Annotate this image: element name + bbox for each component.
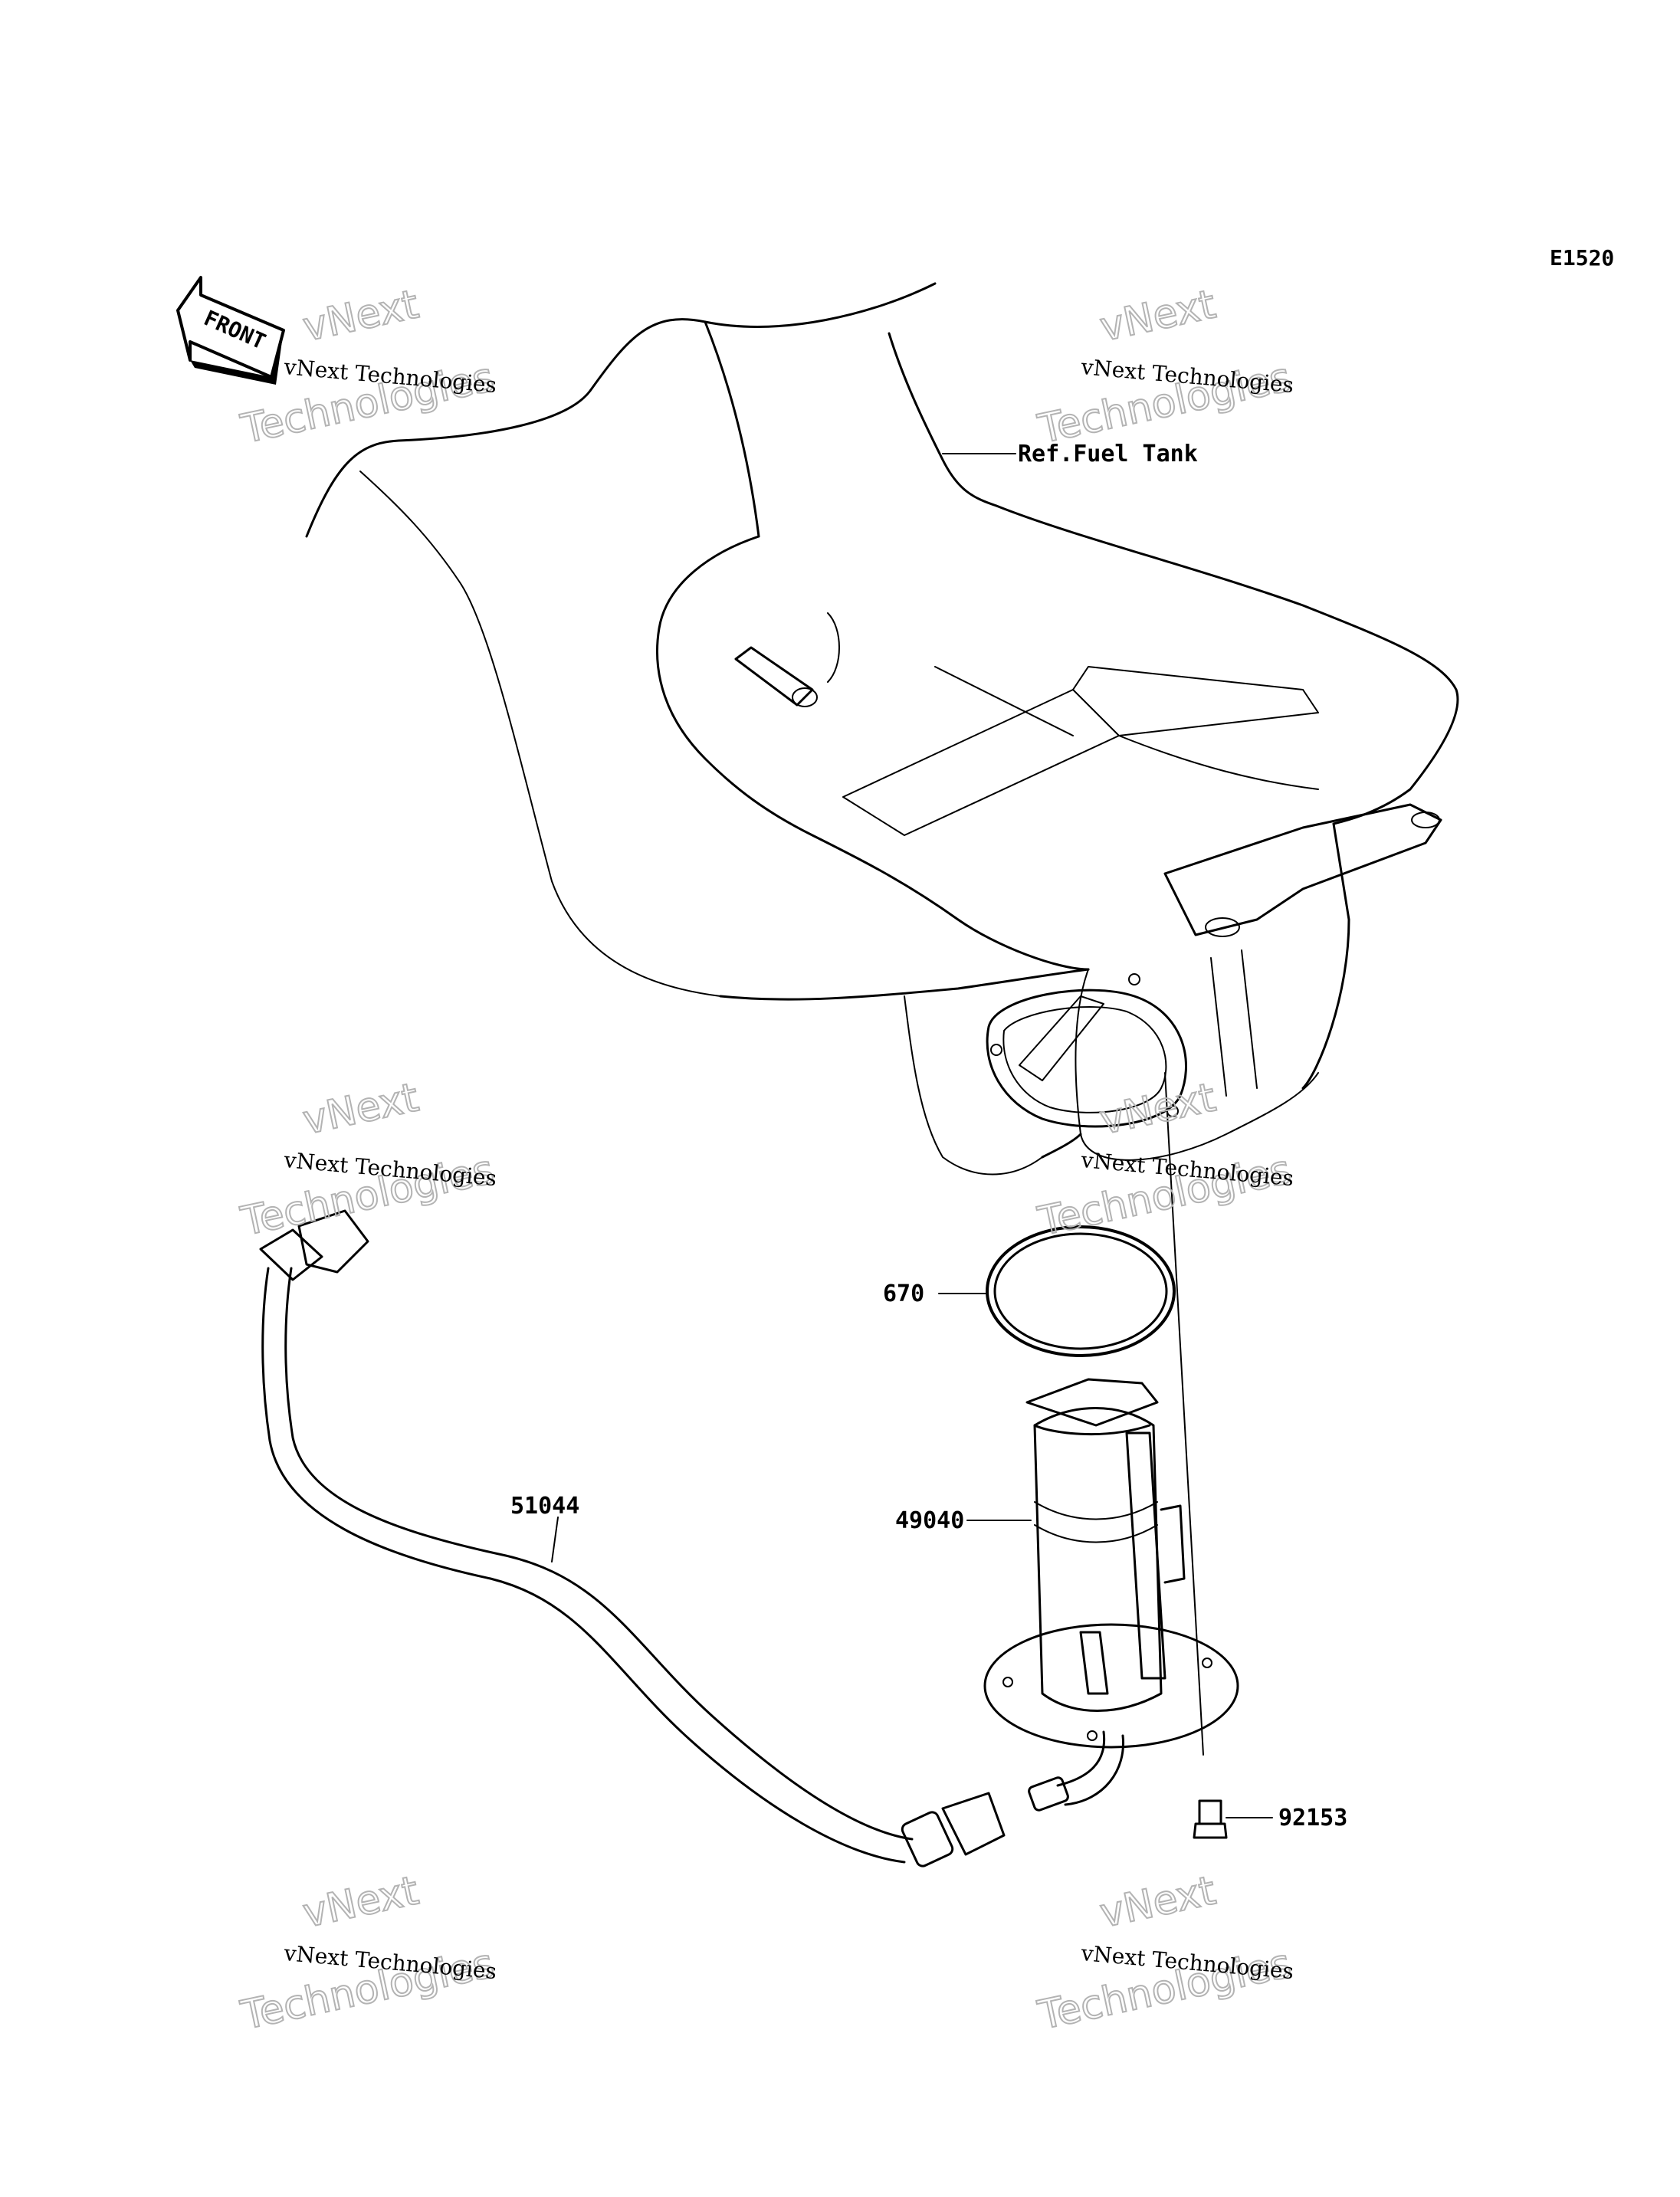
gasket-part-number: 670 — [883, 1280, 924, 1307]
svg-text:vNext: vNext — [299, 1074, 422, 1143]
gasket-670 — [986, 1225, 1176, 1357]
front-arrow-icon: FRONT — [176, 276, 285, 385]
svg-text:vNext: vNext — [299, 1867, 422, 1936]
svg-text:vNext: vNext — [1096, 281, 1219, 350]
ref-fuel-tank-label: Ref.Fuel Tank — [1018, 441, 1198, 467]
fuel-pump-49040 — [983, 1378, 1239, 1812]
svg-text:vNext: vNext — [1096, 1867, 1219, 1936]
diagram-code: E1520 — [1550, 245, 1614, 271]
watermark-3: vNext Technologies vNext Technologies — [236, 1074, 498, 1245]
fuel-hose-part-number: 51044 — [510, 1493, 579, 1520]
bolt-92153 — [1164, 1072, 1228, 1839]
svg-text:vNext: vNext — [299, 281, 422, 350]
fuel-tank — [656, 504, 1459, 1176]
watermark-5: vNext Technologies vNext Technologies — [236, 1867, 498, 2039]
bolt-part-number: 92153 — [1278, 1805, 1347, 1831]
watermark-2: vNext Technologies vNext Technologies — [1033, 280, 1295, 453]
svg-text:vNext: vNext — [1096, 1074, 1219, 1143]
fuel-hose-51044 — [259, 1209, 1006, 1867]
motorcycle-body-outline — [305, 282, 1090, 1001]
fuel-pump-part-number: 49040 — [895, 1507, 964, 1534]
fuel-hose-leader — [551, 1517, 559, 1562]
watermark-6: vNext Technologies vNext Technologies — [1033, 1867, 1295, 2039]
watermark-4: vNext Technologies vNext Technologies — [1033, 1074, 1295, 1245]
